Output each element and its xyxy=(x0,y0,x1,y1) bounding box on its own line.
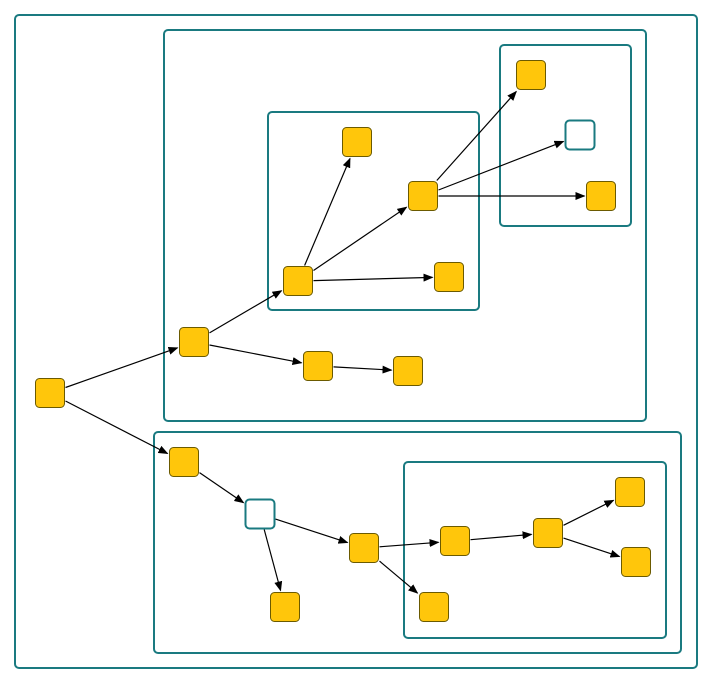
node-b1 xyxy=(169,447,199,477)
edge-t2-to-t5 xyxy=(304,157,351,266)
edge-t6-to-t9 xyxy=(438,140,565,191)
group-box-top-mid xyxy=(267,111,480,311)
edge-t3-to-t4 xyxy=(333,365,393,374)
node-b3 xyxy=(270,592,300,622)
group-box-top-right xyxy=(499,44,632,227)
group-box-top xyxy=(163,29,647,422)
edge-b2-to-b3 xyxy=(263,529,283,592)
edge-root-to-b1 xyxy=(65,400,169,455)
node-t2 xyxy=(283,266,313,296)
node-hollow-b2 xyxy=(244,498,276,530)
node-t3 xyxy=(303,351,333,381)
node-layer xyxy=(35,60,651,622)
node-b4 xyxy=(349,533,379,563)
node-hollow-t9 xyxy=(564,119,596,151)
node-t5 xyxy=(342,127,372,157)
node-b5 xyxy=(440,526,470,556)
group-box-outer xyxy=(14,14,698,669)
node-t1 xyxy=(179,327,209,357)
edge-b7-to-b8 xyxy=(563,499,615,526)
node-t10 xyxy=(586,181,616,211)
node-t4 xyxy=(393,356,423,386)
edge-t1-to-t2 xyxy=(209,290,283,334)
node-root xyxy=(35,378,65,408)
node-b6 xyxy=(419,592,449,622)
group-box-bottom-right xyxy=(403,461,667,639)
edge-b4-to-b6 xyxy=(379,560,419,594)
edge-t2-to-t6 xyxy=(313,206,408,271)
edge-layer xyxy=(65,90,621,594)
edge-b4-to-b5 xyxy=(379,538,440,548)
group-box-bottom xyxy=(153,431,682,654)
edge-b1-to-b2 xyxy=(199,472,245,504)
edge-b2-to-b4 xyxy=(275,518,349,544)
edge-t2-to-t7 xyxy=(313,273,434,282)
node-b8 xyxy=(615,477,645,507)
edge-b7-to-b9 xyxy=(563,537,621,558)
group-layer xyxy=(14,14,698,669)
edge-b5-to-b7 xyxy=(470,531,533,541)
node-t7 xyxy=(434,262,464,292)
node-t8 xyxy=(516,60,546,90)
node-t6 xyxy=(408,181,438,211)
edge-root-to-t1 xyxy=(65,347,179,389)
edge-t1-to-t3 xyxy=(209,344,303,366)
edge-t6-to-t8 xyxy=(436,90,517,181)
node-b9 xyxy=(621,547,651,577)
node-b7 xyxy=(533,518,563,548)
